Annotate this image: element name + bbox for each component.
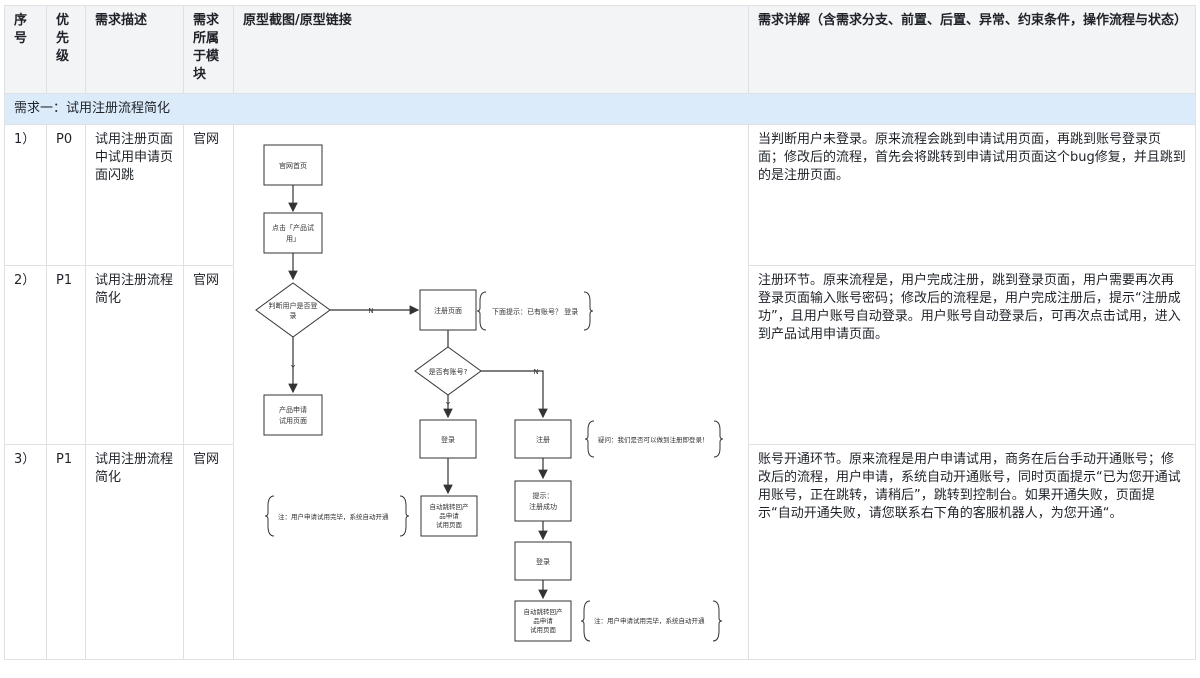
- flowchart-diagram: 官网首页 点击「产品试 用」 判断用户是否登 录 N Y 产品申请: [255, 144, 724, 642]
- svg-text:注：用户申请试用完毕，系统自动开通: 注：用户申请试用完毕，系统自动开通: [278, 512, 389, 521]
- header-priority: 优先级: [46, 5, 86, 94]
- svg-text:试用页面: 试用页面: [436, 520, 463, 529]
- cell-detail[interactable]: 当判断用户未登录。原来流程会跳到申请试用页面，再跳到账号登录页面；修改后的流程，…: [748, 124, 1196, 266]
- cell-desc[interactable]: 试用注册页面中试用申请页面闪跳: [85, 124, 184, 266]
- svg-text:注：用户申请试用完毕，系统自动开通: 注：用户申请试用完毕，系统自动开通: [594, 616, 705, 625]
- cell-priority[interactable]: P0: [46, 124, 86, 266]
- table-row: 2） P1 试用注册流程简化 官网 注册环节。原来流程是，用户完成注册，跳到登录…: [4, 265, 1196, 445]
- svg-text:产品申请: 产品申请: [279, 405, 307, 414]
- svg-text:判断用户是否登: 判断用户是否登: [269, 301, 318, 310]
- svg-text:登录: 登录: [536, 557, 550, 566]
- header-module: 需求所属于模块: [183, 5, 234, 94]
- svg-text:试用页面: 试用页面: [530, 625, 557, 634]
- cell-seq[interactable]: 2）: [4, 265, 47, 445]
- svg-text:用」: 用」: [286, 235, 300, 243]
- cell-seq[interactable]: 1）: [4, 124, 47, 266]
- node-login-2: [514, 541, 572, 581]
- node-click-try: [263, 212, 323, 254]
- svg-text:录: 录: [290, 312, 297, 320]
- cell-priority[interactable]: P1: [46, 265, 86, 445]
- svg-text:Y: Y: [290, 364, 296, 372]
- header-desc: 需求描述: [85, 5, 184, 94]
- header-row: 序号 优先级 需求描述 需求所属于模块 原型截图/原型链接 需求详解（含需求分支…: [4, 5, 1196, 94]
- node-tip-register-success: [514, 480, 572, 522]
- svg-text:点击「产品试: 点击「产品试: [272, 223, 314, 232]
- node-home: [263, 144, 323, 186]
- svg-text:自动跳转回产: 自动跳转回产: [524, 607, 564, 616]
- cell-module[interactable]: 官网: [183, 265, 234, 445]
- cell-module[interactable]: 官网: [183, 124, 234, 266]
- node-auto-jump-a: [420, 495, 478, 537]
- table-row: 3） P1 试用注册流程简化 官网 账号开通环节。原来流程是用户申请试用，商务在…: [4, 444, 1196, 660]
- cell-detail[interactable]: 账号开通环节。原来流程是用户申请试用，商务在后台手动开通账号；修改后的流程，用户…: [748, 444, 1196, 660]
- cell-desc[interactable]: 试用注册流程简化: [85, 265, 184, 445]
- node-judge-login: [255, 282, 331, 338]
- cell-module[interactable]: 官网: [183, 444, 234, 660]
- svg-text:登录: 登录: [441, 435, 455, 444]
- svg-text:疑问：我们是否可以做到注册即登录！: 疑问：我们是否可以做到注册即登录！: [598, 435, 709, 444]
- cell-priority[interactable]: P1: [46, 444, 86, 660]
- header-prototype: 原型截图/原型链接: [233, 5, 749, 94]
- node-home-label: 官网首页: [279, 161, 307, 170]
- svg-text:试用页面: 试用页面: [279, 416, 307, 425]
- svg-text:是否有账号?: 是否有账号?: [429, 367, 468, 376]
- cell-detail[interactable]: 注册环节。原来流程是，用户完成注册，跳到登录页面，用户需要再次再登录页面输入账号…: [748, 265, 1196, 445]
- node-auto-jump-b: [514, 600, 572, 642]
- svg-text:Y: Y: [445, 401, 451, 409]
- section-row: 需求一：试用注册流程简化: [4, 93, 1196, 125]
- svg-text:自动跳转回产: 自动跳转回产: [430, 502, 470, 511]
- svg-text:注册页面: 注册页面: [434, 306, 462, 315]
- section-title[interactable]: 需求一：试用注册流程简化: [4, 93, 1196, 125]
- header-detail: 需求详解（含需求分支、前置、后置、异常、约束条件，操作流程与状态）: [748, 5, 1196, 94]
- header-seq: 序号: [4, 5, 47, 94]
- svg-text:注册成功: 注册成功: [529, 502, 557, 511]
- svg-text:品申请: 品申请: [533, 616, 553, 625]
- node-trial-apply: [263, 394, 323, 436]
- cell-seq[interactable]: 3）: [4, 444, 47, 660]
- svg-text:品申请: 品申请: [439, 511, 459, 520]
- requirements-sheet: 序号 优先级 需求描述 需求所属于模块 原型截图/原型链接 需求详解（含需求分支…: [4, 5, 1196, 666]
- node-register: [514, 419, 572, 459]
- svg-text:注册: 注册: [536, 435, 550, 444]
- prototype-cell[interactable]: 官网首页 点击「产品试 用」 判断用户是否登 录 N Y 产品申请: [233, 124, 749, 660]
- cell-desc[interactable]: 试用注册流程简化: [85, 444, 184, 660]
- svg-text:N: N: [368, 307, 373, 315]
- svg-text:N: N: [533, 368, 538, 376]
- svg-text:下面提示：已有账号？ 登录: 下面提示：已有账号？ 登录: [492, 307, 578, 316]
- table-row: 1） P0 试用注册页面中试用申请页面闪跳 官网 官网首页 点击「产品试 用」: [4, 124, 1196, 660]
- requirements-table: 序号 优先级 需求描述 需求所属于模块 原型截图/原型链接 需求详解（含需求分支…: [4, 5, 1196, 660]
- svg-text:提示：: 提示：: [533, 491, 554, 500]
